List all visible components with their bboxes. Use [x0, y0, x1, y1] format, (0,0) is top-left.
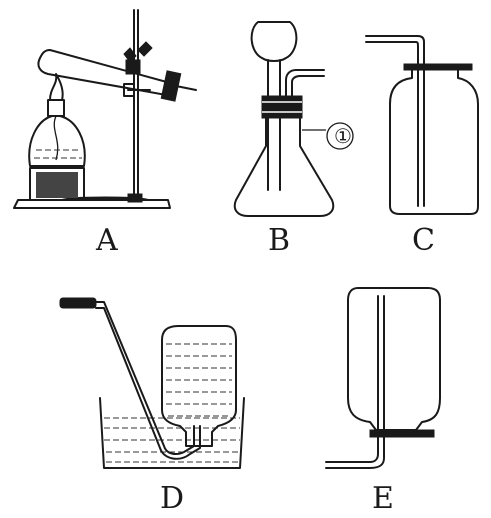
stopper	[261, 95, 303, 119]
label-b: B	[268, 223, 290, 258]
inverted-gas-bottle	[347, 287, 441, 431]
apparatus-c	[365, 35, 479, 215]
apparatus-b: ①	[233, 21, 354, 217]
stopper	[160, 70, 197, 102]
stand-rod	[133, 9, 139, 199]
label-a: A	[95, 223, 118, 258]
thistle-funnel	[250, 21, 298, 191]
delivery-tube	[285, 69, 325, 97]
apparatus-d	[59, 297, 245, 469]
lamp-block	[29, 167, 85, 201]
e-tube-outer	[325, 295, 385, 469]
glass-plate	[403, 63, 473, 71]
label-c: C	[412, 223, 435, 258]
test-tube	[37, 49, 175, 97]
glass-plate	[369, 429, 435, 438]
apparatus-a	[13, 9, 197, 209]
spirit-lamp	[28, 73, 86, 167]
label-e: E	[372, 481, 394, 516]
inverted-bottle	[161, 325, 237, 447]
clamp	[123, 41, 153, 97]
conical-flask	[233, 117, 335, 217]
long-tube-inner	[365, 41, 419, 207]
marker-circle	[326, 122, 354, 150]
delivery-tube	[59, 297, 201, 460]
label-d: D	[160, 481, 184, 516]
part-marker: ①	[334, 124, 352, 148]
e-tube	[325, 295, 379, 463]
gas-bottle	[389, 69, 479, 215]
apparatus-e	[325, 287, 441, 469]
long-tube	[365, 35, 425, 207]
bottle-water	[166, 343, 232, 417]
water-trough	[99, 397, 245, 469]
